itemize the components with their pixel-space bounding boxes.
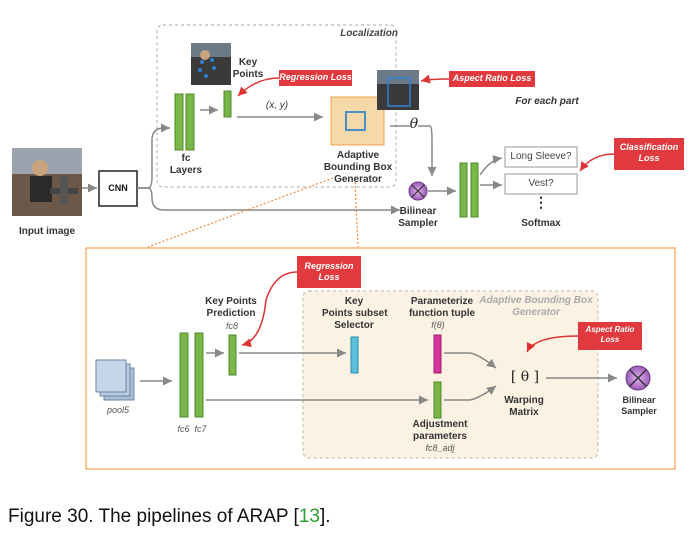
theta-label: θ <box>409 116 419 132</box>
generator-title-label: Adaptive Bounding Box Generator <box>479 295 593 318</box>
adjustment-label: Adjustment parameters <box>412 419 468 442</box>
caption-prefix: Figure 30. The pipelines of ARAP [ <box>8 506 299 527</box>
warping-matrix-label: Warping Matrix <box>504 395 544 418</box>
input-image-label: Input image <box>18 226 76 237</box>
parameterize-label: Parameterize function tuple <box>408 296 476 319</box>
pool5-label: pool5 <box>106 405 130 415</box>
ellipsis-label: ⋮ <box>534 194 548 210</box>
aspect-ratio-loss-label-bottom: Aspect Ratio Loss <box>585 325 635 344</box>
fc-layer-bar-1 <box>174 93 184 151</box>
cnn-label: CNN <box>108 183 128 193</box>
classification-loss-label: Classification Loss <box>619 142 679 163</box>
long-sleeve-box <box>504 146 578 168</box>
aspect-ratio-loss-tag-bottom <box>578 322 642 350</box>
localization-title: Localization <box>340 28 398 39</box>
softmax-label: Softmax <box>521 218 561 229</box>
adaptive-generator-box <box>330 96 385 146</box>
caption-ref-link[interactable]: 13 <box>298 506 320 527</box>
classification-loss-tag <box>614 138 684 170</box>
bilinear-sampler-label-bottom: Bilinear Sampler <box>621 395 657 416</box>
aspect-ratio-thumbnail <box>377 70 419 110</box>
fc8-label: fc8 <box>225 321 238 331</box>
adaptive-generator-label: Adaptive Bounding Box Generator <box>323 150 393 185</box>
f-theta-label: f(θ) <box>431 320 445 330</box>
vest-label: Vest? <box>528 178 554 189</box>
generator-detail-box <box>302 290 599 459</box>
fc-layer-bar-2 <box>185 93 195 151</box>
for-each-part-label: For each part <box>515 96 579 107</box>
kp-prediction-label: Key Points Prediction <box>205 296 257 319</box>
xy-label: (x, y) <box>265 100 289 111</box>
fc-layers-label: fc Layers <box>169 153 203 176</box>
theta-bracket-label: [ θ ] <box>510 369 540 385</box>
keypoint-bar <box>223 90 232 118</box>
long-sleeve-label: Long Sleeve? <box>510 151 572 162</box>
regression-loss-tag-bottom <box>297 256 361 288</box>
kp-subset-label: Key Points subset Selector <box>322 296 388 331</box>
regression-loss-tag <box>279 70 352 86</box>
input-image <box>12 148 82 216</box>
bilinear-sampler-label: Bilinear Sampler <box>398 206 438 229</box>
fc6-fc7-label: fc6 fc7 <box>177 424 207 434</box>
caption-suffix: ]. <box>319 506 331 527</box>
figure-caption: Figure 30. The pipelines of ARAP [13]. <box>8 506 331 528</box>
key-points-label: Key Points <box>232 57 264 80</box>
pool5-stack <box>95 359 135 401</box>
regression-loss-label: Regression Loss <box>279 72 352 82</box>
aspect-ratio-loss-label: Aspect Ratio Loss <box>452 73 532 83</box>
keypoints-thumbnail <box>191 43 231 85</box>
vest-box <box>504 173 578 195</box>
fc8-adj-label: fc8_adj <box>425 443 455 453</box>
regression-loss-label-bottom: Regression Loss <box>304 261 354 282</box>
aspect-ratio-loss-tag <box>449 71 535 87</box>
